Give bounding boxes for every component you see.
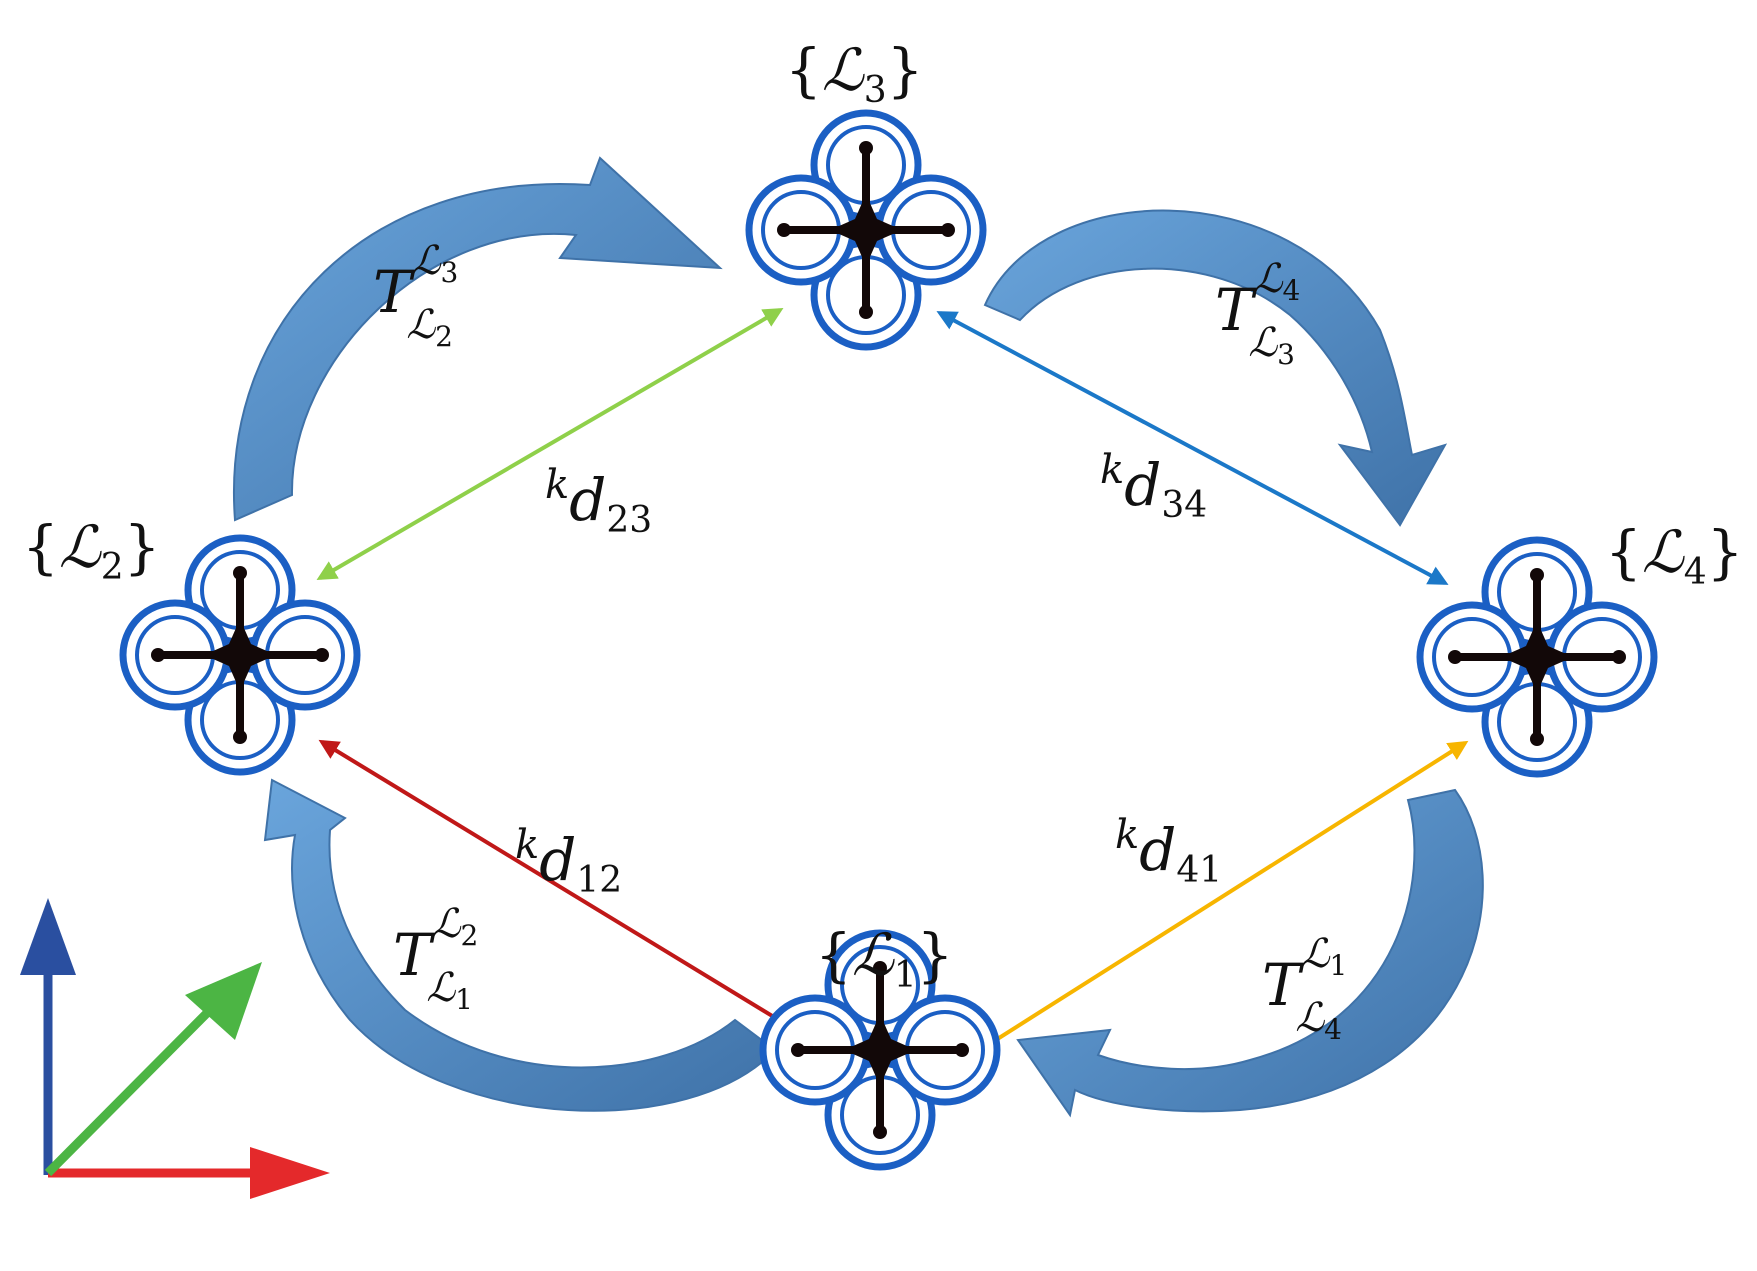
link-23: [316, 307, 784, 581]
motor-dot: [873, 961, 887, 975]
drone-body: [830, 194, 902, 266]
motor-dot: [1530, 568, 1544, 582]
drones: [119, 109, 1658, 1171]
motor-dot: [941, 223, 955, 237]
motor-dot: [955, 1043, 969, 1057]
distance-labels: kd12 kd23 kd34 kd41: [515, 447, 1222, 901]
axis-z-head: [20, 898, 76, 975]
drone-l3-quadrotor-icon: [745, 109, 987, 351]
link-41: [976, 740, 1469, 1053]
distance-label-23: kd23: [545, 462, 652, 541]
drone-body: [1501, 621, 1573, 693]
motor-dot: [233, 566, 247, 580]
drone-body: [204, 619, 276, 691]
axis-x-head: [250, 1147, 330, 1199]
frame-label-1: {ℒ1}: [815, 921, 954, 996]
motor-dot: [1530, 732, 1544, 746]
coordinate-axes-icon: [20, 898, 330, 1199]
drone-l2-quadrotor-icon: [119, 534, 361, 776]
motor-dot: [859, 305, 873, 319]
motor-dot: [791, 1043, 805, 1057]
motor-dot: [859, 141, 873, 155]
frame-labels: {ℒ1} {ℒ2} {ℒ3} {ℒ4}: [22, 36, 1744, 996]
motor-dot: [1612, 650, 1626, 664]
drone-l4-quadrotor-icon: [1416, 536, 1658, 778]
transform-arrow-4-1: [1016, 788, 1484, 1118]
link-34: [936, 311, 1449, 585]
drone-body: [844, 1014, 916, 1086]
axis-y: [44, 1006, 214, 1177]
transform-arrow-2-3: [232, 156, 723, 522]
drone-l1-quadrotor-icon: [759, 929, 1001, 1171]
distance-label-34: kd34: [1100, 447, 1207, 526]
frame-label-4: {ℒ4}: [1605, 518, 1744, 593]
motor-dot: [873, 1125, 887, 1139]
frame-label-3: {ℒ3}: [785, 36, 924, 111]
distance-label-12: kd12: [515, 822, 622, 901]
motor-dot: [151, 648, 165, 662]
link-12: [318, 739, 819, 1045]
motor-dot: [315, 648, 329, 662]
transform-arrow-3-4: [983, 209, 1448, 527]
axis-y-head: [185, 962, 262, 1040]
frame-label-2: {ℒ2}: [22, 513, 161, 588]
motor-dot: [777, 223, 791, 237]
motor-dot: [1448, 650, 1462, 664]
distance-label-41: kd41: [1115, 812, 1222, 891]
distance-links: [316, 307, 1469, 1053]
motor-dot: [233, 730, 247, 744]
